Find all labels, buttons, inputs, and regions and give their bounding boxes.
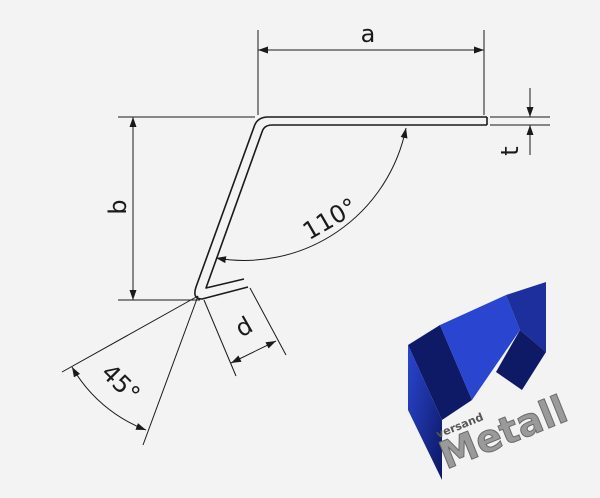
label-a: a [361,20,376,48]
dimension-b [118,116,255,301]
m-logo-icon [408,282,546,480]
angle-45 [61,295,199,446]
dimension-d [203,287,287,377]
dimension-a [257,30,485,115]
dimension-t [490,88,550,155]
label-b: b [104,199,132,214]
versand-metall-logo: versand Metall [408,282,574,480]
label-angle-45: 45° [96,358,146,408]
label-d: d [230,311,257,343]
label-angle-110: 110° [298,192,362,245]
label-t: t [496,146,524,155]
angle-110 [215,127,408,264]
